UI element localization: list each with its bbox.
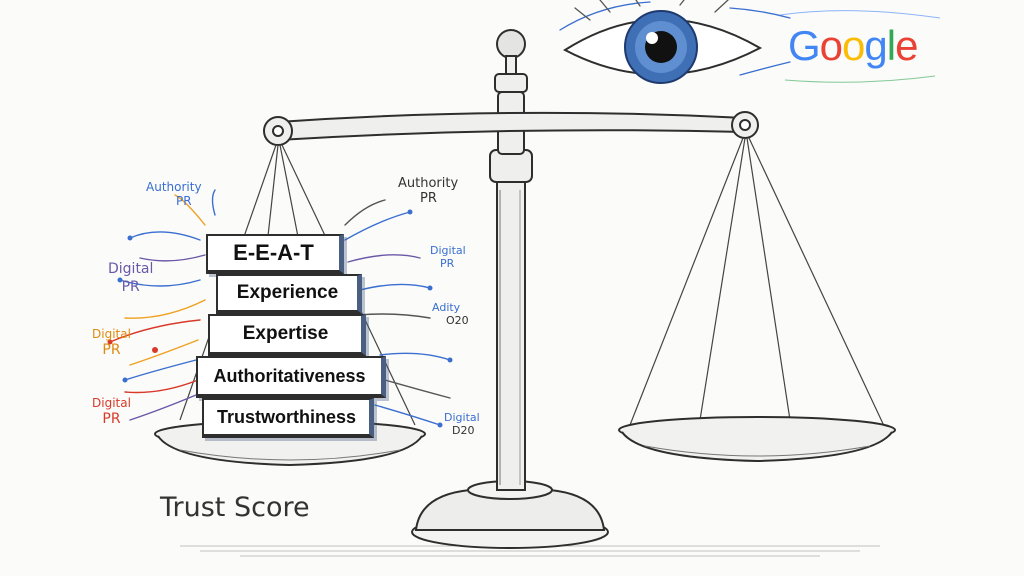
annotation-pr-left: PR (176, 195, 192, 207)
annotation-text: PR (440, 257, 455, 270)
annotation-text: PR (102, 411, 121, 427)
annotation-digital-pr-3: Digital PR (92, 397, 131, 426)
block-expertise: Expertise (208, 314, 366, 356)
annotation-text: PR (121, 279, 140, 295)
annotation-text: Adity (432, 301, 461, 314)
annotation-adity-right: Adity O20 (432, 302, 469, 326)
annotation-text: Authority (398, 176, 459, 191)
logo-swoosh (779, 10, 941, 83)
digital-pr-rays (109, 189, 451, 426)
scale-beam (263, 111, 759, 146)
logo-letter: l (886, 22, 896, 69)
annotation-pr-right: PR (420, 192, 437, 205)
block-eeat: E-E-A-T (206, 234, 344, 274)
annotation-digital-right-2: Digital D20 (444, 412, 480, 436)
right-pan (618, 416, 896, 463)
annotation-text: Digital (444, 411, 480, 424)
annotation-text: Digital (92, 396, 131, 410)
annotation-digital-pr-1: Digital PR (108, 262, 153, 294)
annotation-digital-right-1: Digital PR (430, 245, 466, 269)
trust-score-caption: Trust Score (160, 492, 310, 523)
annotation-text: Authority (146, 180, 202, 194)
block-experience: Experience (216, 274, 362, 314)
annotation-authority-left: Authority (146, 181, 202, 193)
scale-base (411, 480, 609, 549)
annotation-text: Digital (108, 261, 154, 277)
logo-letter: G (788, 22, 821, 69)
right-pan-strings (629, 137, 886, 429)
annotation-text: PR (420, 191, 437, 206)
scale-pillar (489, 29, 533, 491)
annotation-text: D20 (452, 424, 475, 437)
google-logo: Google (788, 22, 918, 70)
annotation-authority-right: Authority (398, 177, 458, 190)
annotation-text: O20 (446, 314, 469, 327)
block-trustworthiness: Trustworthiness (202, 398, 374, 438)
logo-letter: g (864, 22, 887, 69)
watching-eye (559, 0, 791, 84)
logo-letter: o (819, 22, 843, 69)
annotation-text: PR (102, 342, 121, 358)
block-authoritativeness: Authoritativeness (196, 356, 386, 398)
annotation-digital-pr-2: Digital PR (92, 328, 131, 357)
logo-letter: o (842, 22, 865, 69)
annotation-text: PR (176, 194, 192, 208)
annotation-text: Digital (92, 327, 131, 341)
logo-letter: e (895, 22, 918, 69)
annotation-text: Digital (430, 244, 466, 257)
